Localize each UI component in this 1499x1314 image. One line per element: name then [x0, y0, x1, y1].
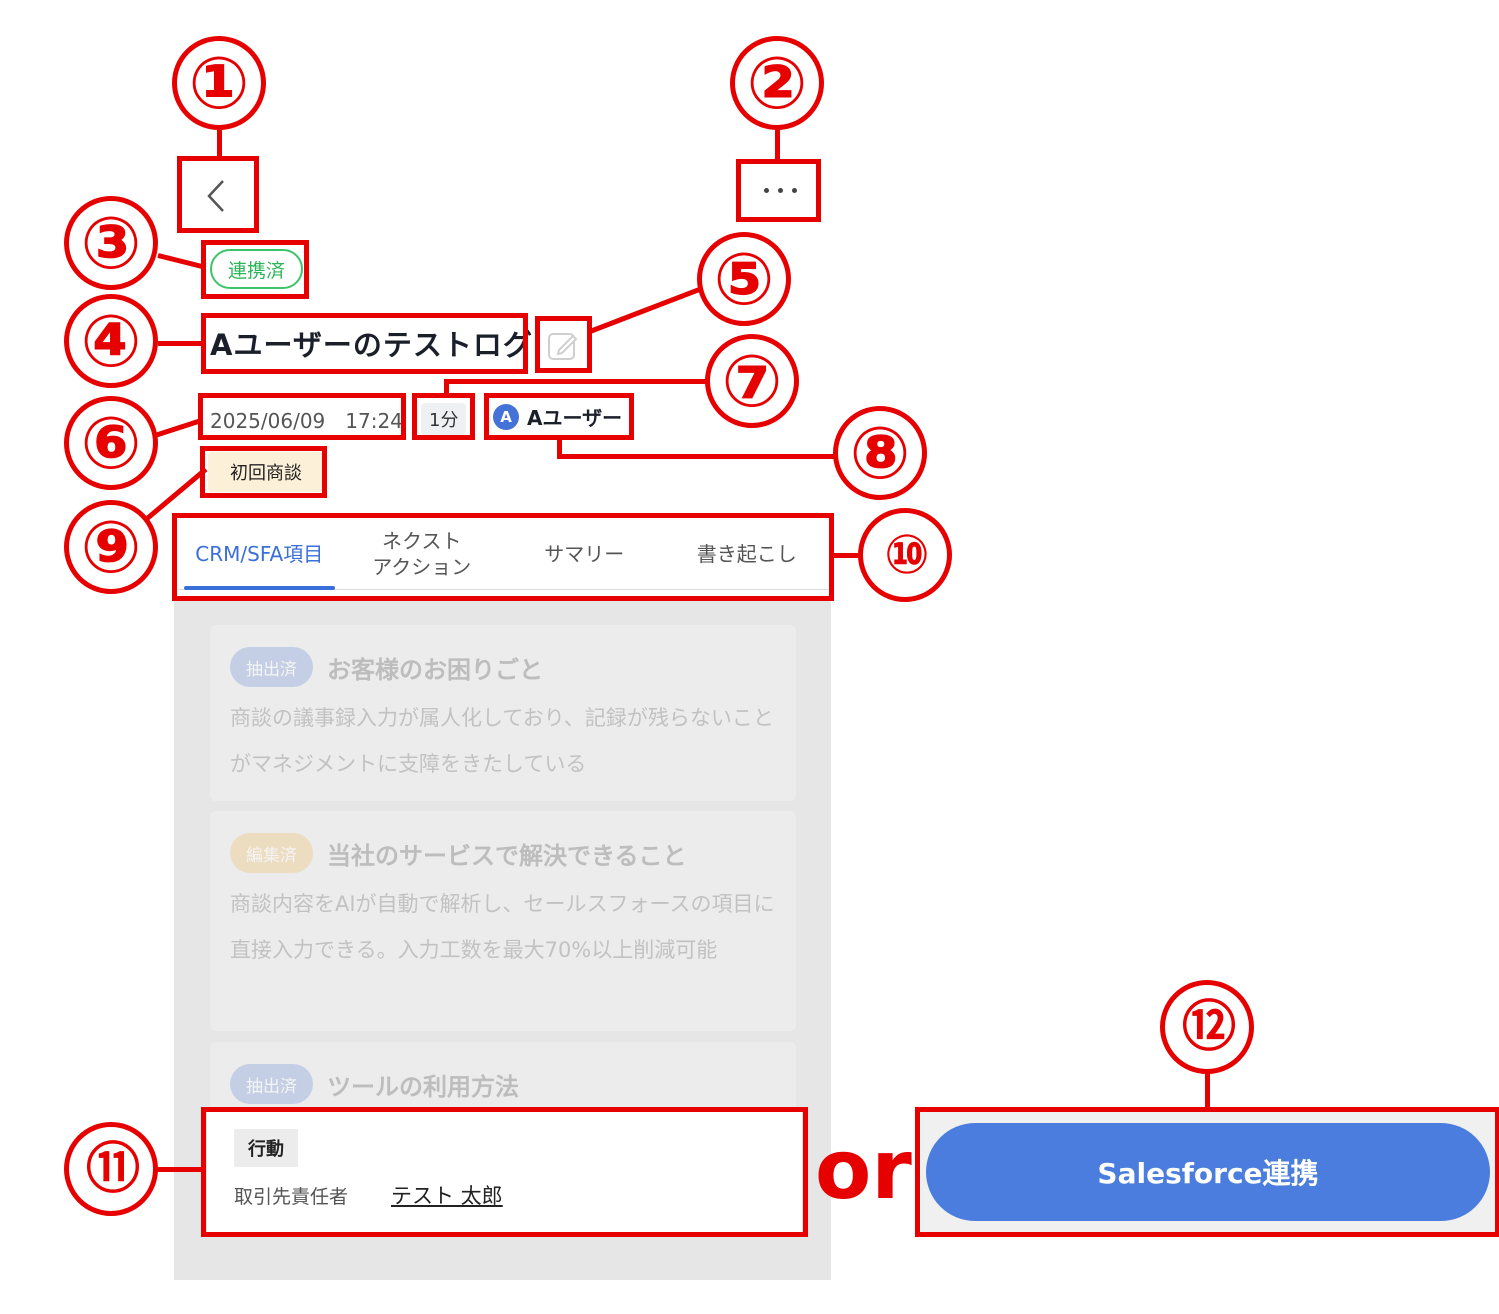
tab-summary[interactable]: サマリー	[544, 541, 625, 566]
annotation-number-6: ⑥	[64, 396, 158, 490]
tab-crm-sfa[interactable]: CRM/SFA項目	[178, 518, 341, 590]
card-title: 当社のサービスで解決できること	[327, 841, 687, 870]
annotation-number-10: ⑩	[858, 508, 952, 602]
salesforce-sync-button[interactable]: Salesforce連携	[926, 1123, 1490, 1221]
annotation-connector	[158, 341, 203, 346]
annotation-connector	[217, 130, 222, 158]
annotation-frame	[201, 313, 528, 374]
card-body: 商談内容をAIが自動で解析し、セールスフォースの項目に直接入力できる。入力工数を…	[230, 892, 775, 962]
edited-badge: 編集済	[230, 833, 313, 873]
annotation-number-9: ⑨	[64, 500, 158, 594]
or-label: or	[815, 1123, 912, 1218]
annotation-number-3: ③	[64, 196, 158, 290]
ellipsis-dot	[777, 187, 783, 193]
tab-transcript[interactable]: 書き起こし	[696, 541, 797, 566]
annotation-number-2: ②	[730, 36, 824, 130]
contact-link[interactable]: テスト 太郎	[391, 1184, 503, 1208]
annotation-connector	[154, 418, 201, 438]
edit-icon	[548, 333, 578, 360]
annotation-connector	[557, 454, 835, 459]
chevron-left-icon	[207, 180, 224, 212]
tab-bar: CRM/SFA項目 ネクスト アクション サマリー 書き起こし	[178, 518, 828, 590]
contact-label: 取引先責任者	[234, 1186, 349, 1208]
annotation-frame	[201, 240, 309, 299]
user-name: Aユーザー	[527, 406, 623, 430]
tab-next-action[interactable]: ネクスト アクション	[372, 528, 472, 579]
crm-field-card[interactable]: 編集済 当社のサービスで解決できること 商談内容をAIが自動で解析し、セールスフ…	[210, 811, 796, 1031]
annotation-connector	[557, 438, 562, 458]
annotation-connector	[157, 1167, 203, 1172]
annotation-frame	[200, 446, 327, 498]
card-body: 商談の議事録入力が属人化しており、記録が残らないことがマネジメントに支障をきたし…	[230, 706, 774, 776]
annotation-number-5: ⑤	[697, 232, 791, 326]
annotation-connector	[444, 379, 708, 384]
annotation-frame	[535, 316, 592, 373]
extracted-badge: 抽出済	[230, 1064, 313, 1104]
annotation-frame	[177, 156, 259, 233]
card-title: お客様のお困りごと	[327, 655, 543, 684]
page-title: Aユーザーのテストログ	[210, 328, 533, 362]
annotation-number-11: ⑪	[64, 1122, 158, 1216]
annotation-frame	[736, 159, 821, 222]
annotation-connector	[589, 286, 702, 334]
annotation-number-12: ⑫	[1160, 980, 1254, 1074]
annotation-connector	[444, 379, 449, 395]
meeting-datetime: 2025/06/09 17:24	[210, 409, 403, 433]
annotation-connector	[157, 253, 205, 270]
annotation-number-8: ⑧	[833, 406, 927, 500]
annotation-frame	[915, 1107, 1499, 1237]
ellipsis-dot	[791, 187, 797, 193]
annotation-frame	[484, 393, 634, 440]
crm-field-card[interactable]: 抽出済 ツールの利用方法	[210, 1042, 796, 1112]
annotation-connector	[775, 130, 780, 161]
action-label: 行動	[234, 1129, 298, 1167]
meeting-type-tag: 初回商談	[208, 452, 324, 492]
extracted-badge: 抽出済	[230, 647, 313, 687]
annotation-frame	[198, 393, 406, 440]
annotation-frame	[201, 1107, 808, 1237]
more-options-button[interactable]	[750, 170, 810, 210]
crm-field-card[interactable]: 抽出済 お客様のお困りごと 商談の議事録入力が属人化しており、記録が残らないこと…	[210, 625, 796, 801]
bottom-link-panel	[207, 1112, 802, 1232]
annotation-frame	[412, 393, 475, 440]
edit-title-button[interactable]	[543, 326, 583, 366]
ellipsis-icon	[763, 187, 769, 193]
annotation-connector	[1205, 1070, 1210, 1109]
annotation-number-7: ⑦	[705, 334, 799, 428]
annotation-connector	[832, 553, 862, 558]
status-badge: 連携済	[210, 249, 304, 289]
card-title: ツールの利用方法	[327, 1072, 519, 1101]
annotation-number-1: ①	[172, 36, 266, 130]
annotation-frame	[172, 513, 834, 601]
owner-user[interactable]: A Aユーザー	[493, 402, 622, 431]
duration-badge: 1分	[421, 403, 467, 435]
back-button[interactable]	[196, 172, 236, 220]
annotation-number-4: ④	[64, 294, 158, 388]
avatar: A	[493, 403, 519, 430]
